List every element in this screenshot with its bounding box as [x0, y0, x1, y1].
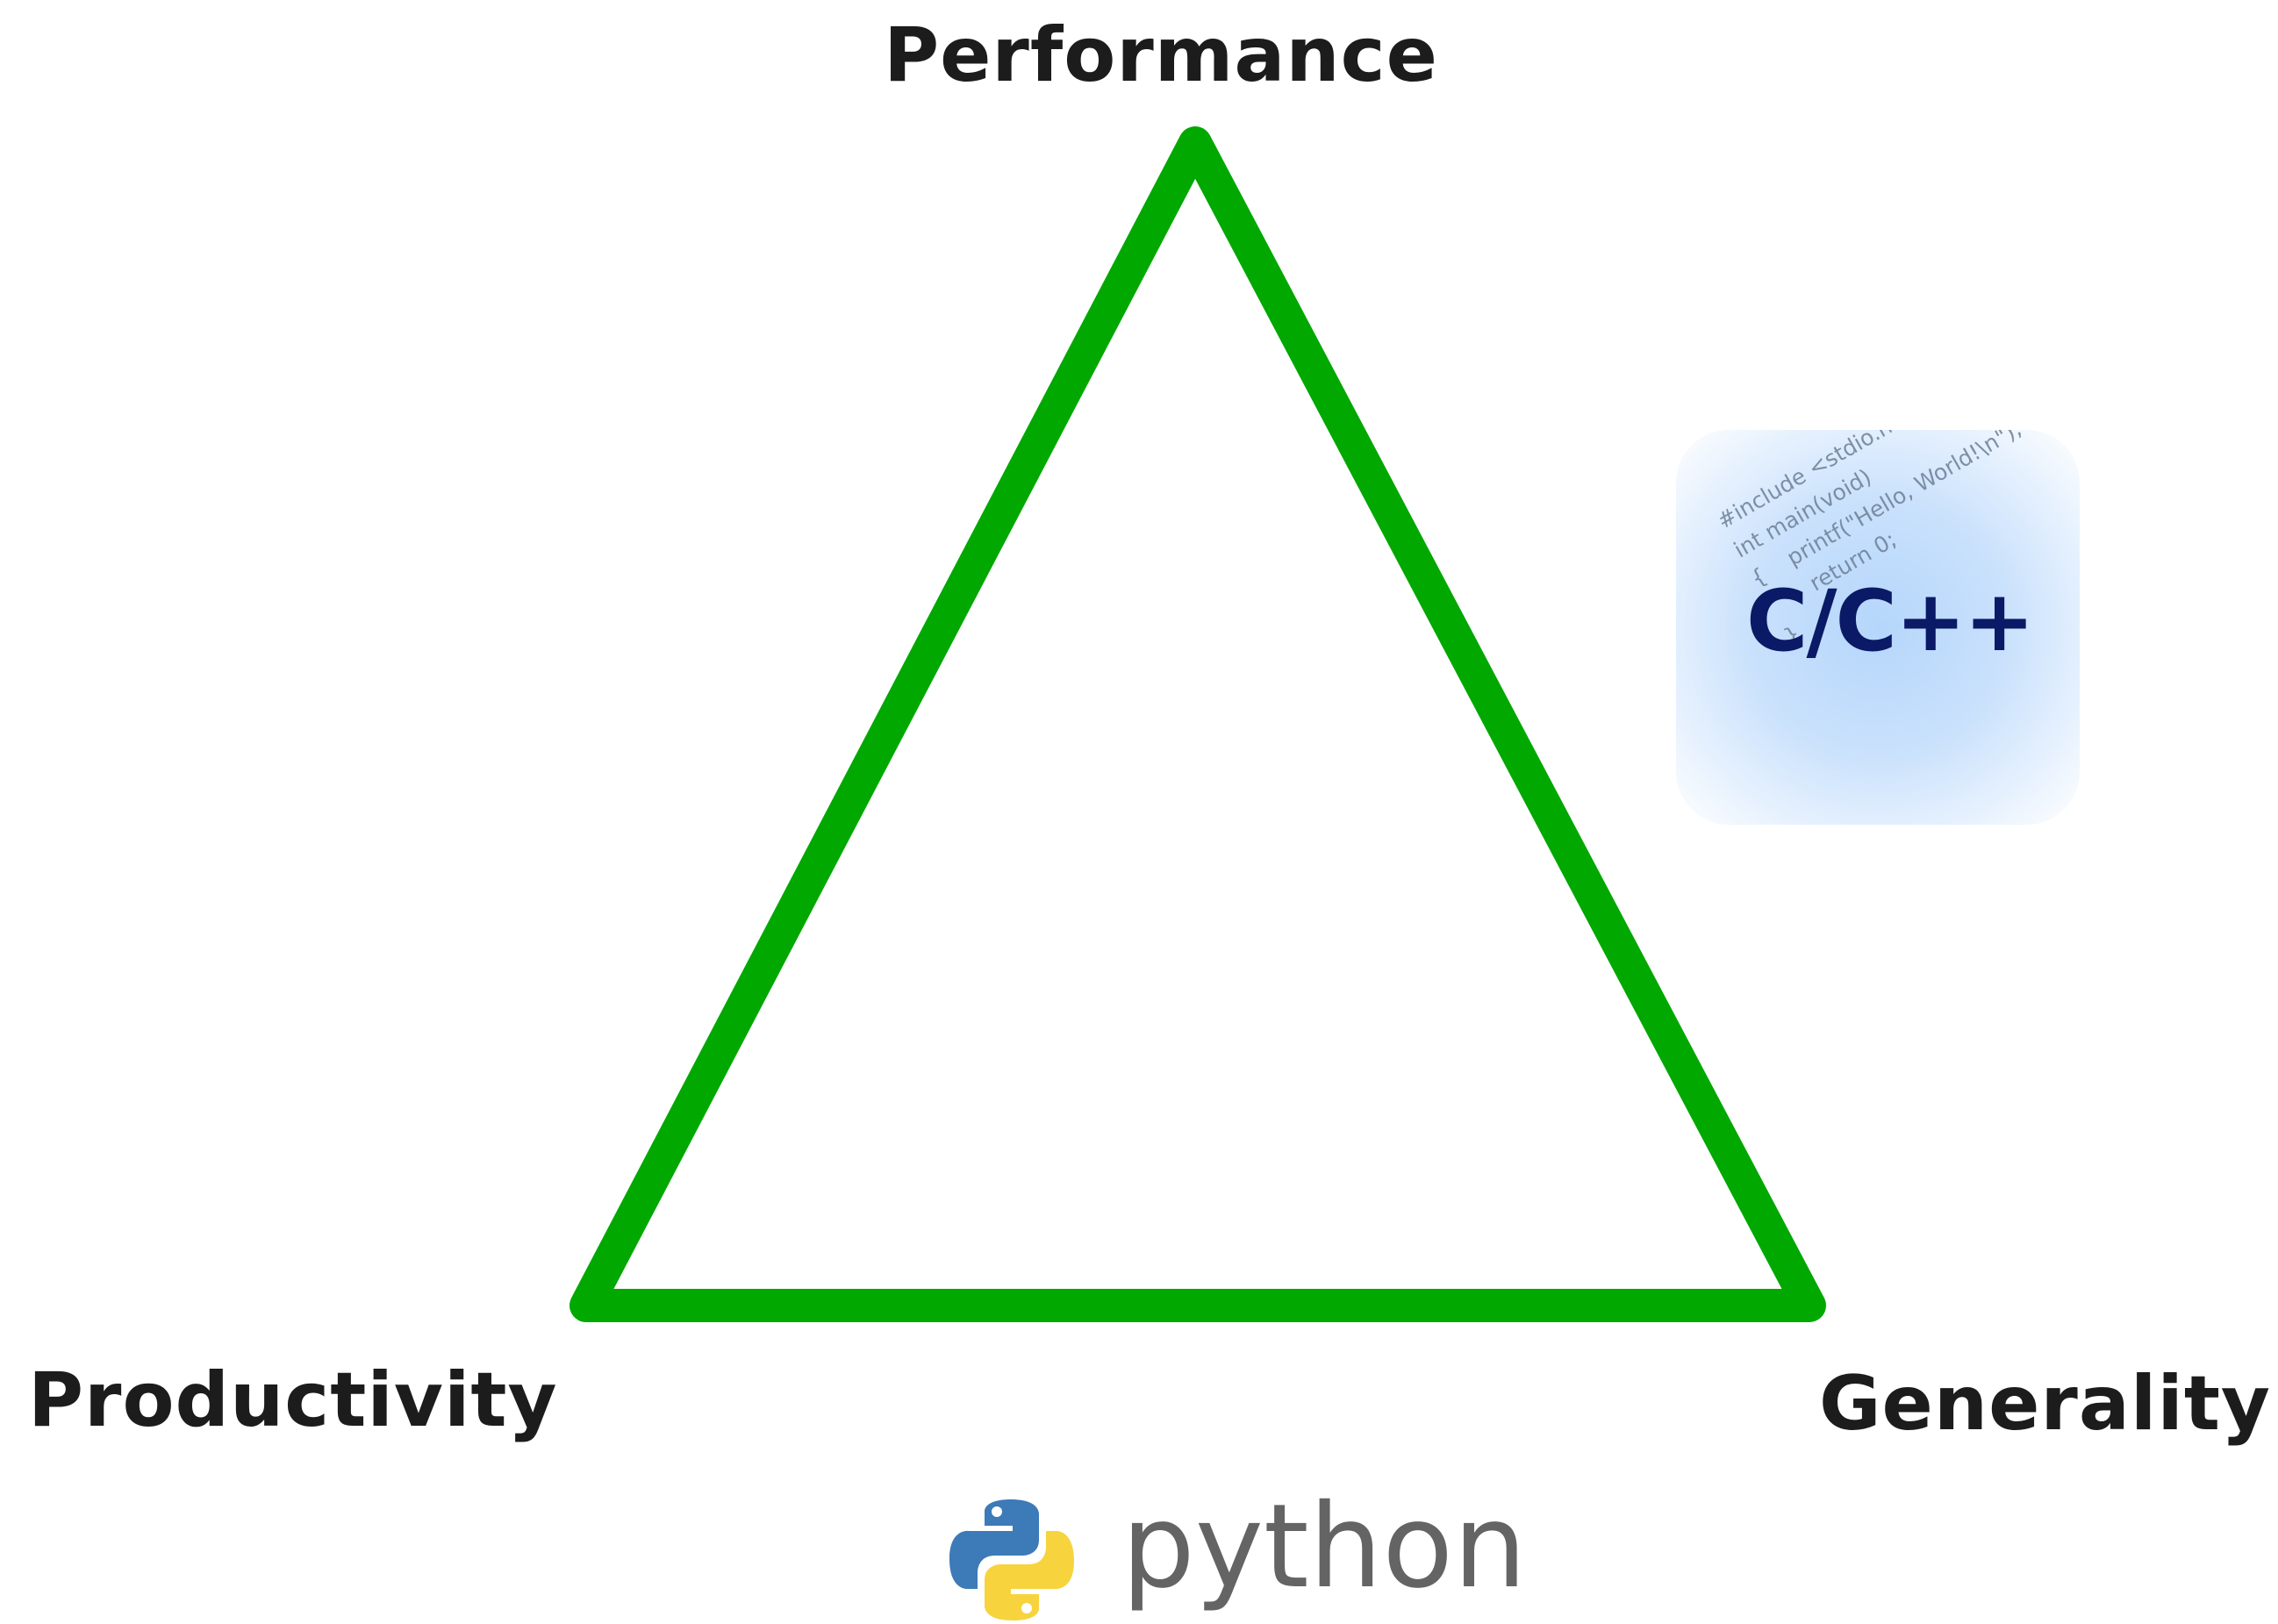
vertex-label-productivity: Productivity [28, 1356, 558, 1444]
cpp-logo-title: C/C++ [1746, 572, 2035, 670]
vertex-label-performance: Performance [884, 11, 1438, 99]
python-logo: python [946, 1489, 1527, 1624]
python-snake-icon [949, 1499, 1074, 1620]
triangle-outline [570, 126, 1826, 1322]
python-wordmark: python [1121, 1479, 1527, 1614]
vertex-label-generality: Generality [1818, 1360, 2271, 1448]
cpp-logo: #include <stdio.h>int main(void){ printf… [1676, 430, 2080, 825]
